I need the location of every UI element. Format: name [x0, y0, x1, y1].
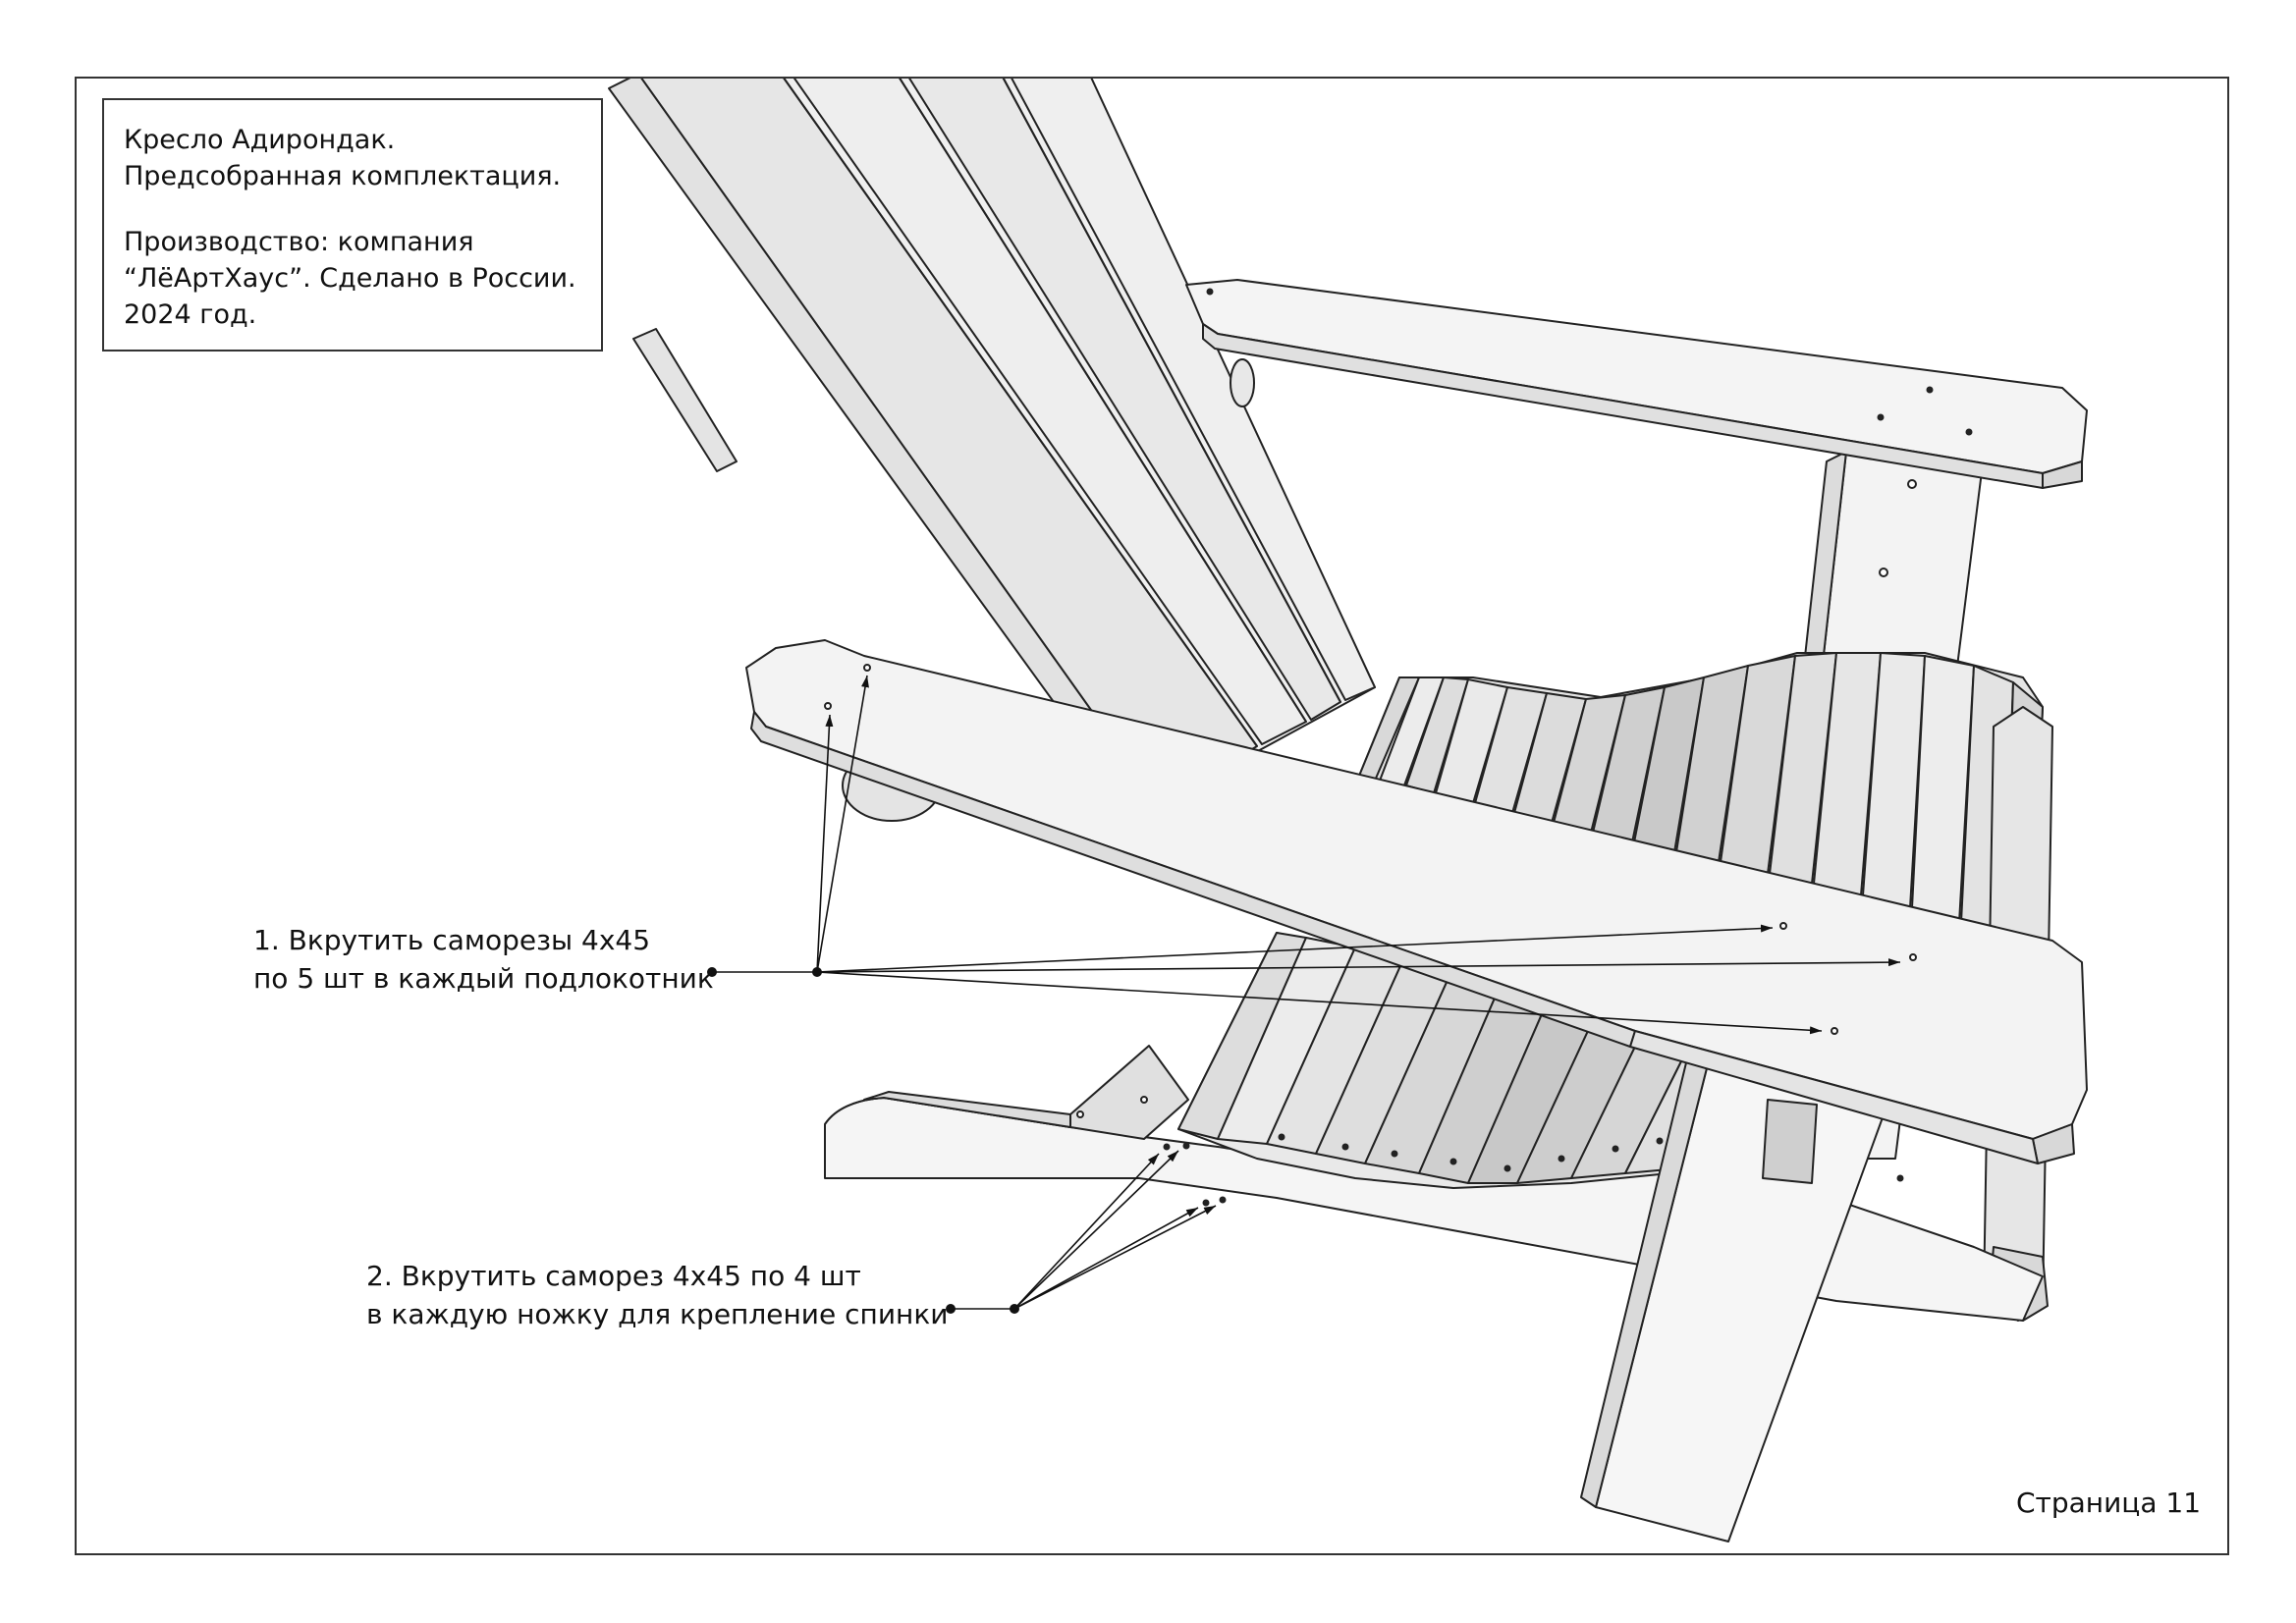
title-box: Кресло Адирондак. Предсобранная комплект…	[102, 98, 603, 352]
maker-line: “ЛёАртХаус”. Сделано в России.	[124, 263, 576, 294]
callout-step-1-line: по 5 шт в каждый подлокотник	[253, 962, 714, 995]
callout-step-2-line: 2. Вкрутить саморез 4х45 по 4 шт	[366, 1260, 861, 1292]
armrest-back	[1185, 279, 2088, 489]
leader-lines	[712, 675, 1901, 1310]
leader-dots	[707, 967, 1019, 1314]
backrest	[608, 79, 1376, 821]
callout-step-2: 2. Вкрутить саморез 4х45 по 4 шт в кажду…	[366, 1257, 948, 1333]
year-line: 2024 год.	[124, 299, 257, 330]
front-leg	[1580, 1050, 1886, 1542]
callout-step-2-line: в каждую ножку для крепление спинки	[366, 1298, 949, 1330]
armrest-front	[745, 639, 2088, 1164]
callout-step-1-line: 1. Вкрутить саморезы 4х45	[253, 924, 651, 956]
callout-step-1: 1. Вкрутить саморезы 4х45 по 5 шт в кажд…	[253, 921, 714, 998]
title-line: Кресло Адирондак.	[124, 125, 396, 155]
maker-line: Производство: компания	[124, 227, 474, 257]
spacer	[124, 194, 581, 224]
subtitle-line: Предсобранная комплектация.	[124, 161, 562, 191]
page-number: Страница 11	[2016, 1487, 2202, 1519]
